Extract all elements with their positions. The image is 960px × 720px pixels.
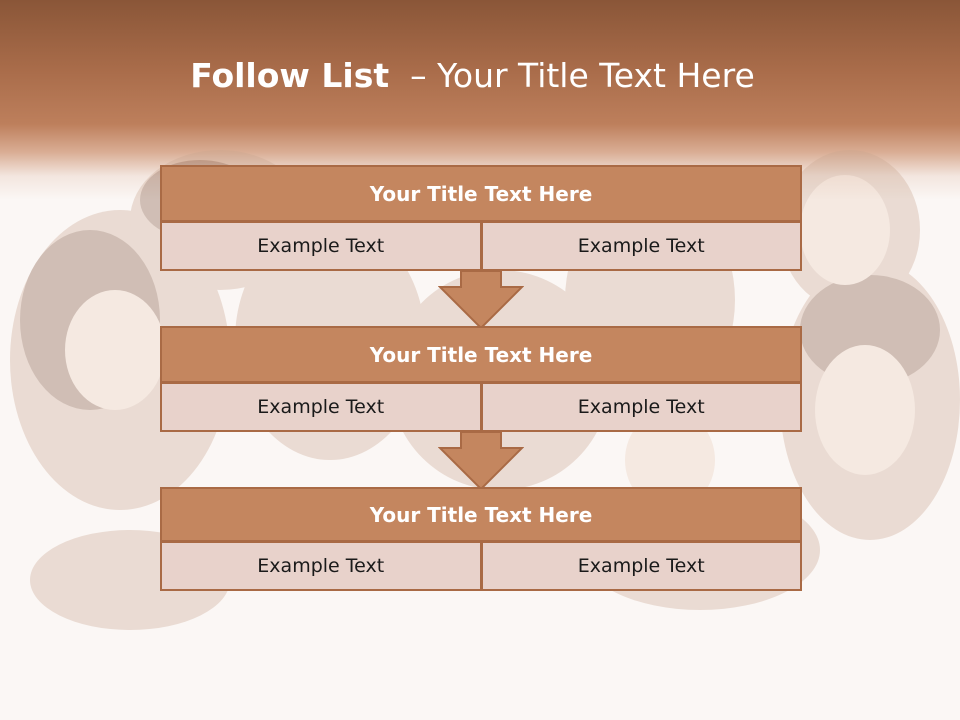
down-arrow-icon <box>438 431 524 491</box>
step-title: Your Title Text Here <box>160 326 802 383</box>
down-arrow-icon <box>438 270 524 330</box>
slide-title-strong: Follow List <box>190 56 390 95</box>
slide-title: Follow List – Your Title Text Here <box>0 52 945 100</box>
step-cell-right: Example Text <box>481 222 802 271</box>
step-cell-left: Example Text <box>160 222 482 271</box>
step-title: Your Title Text Here <box>160 165 802 222</box>
step-row: Example Text Example Text <box>160 222 802 271</box>
step-row: Example Text Example Text <box>160 542 802 591</box>
step-title: Your Title Text Here <box>160 487 802 542</box>
step-cell-left: Example Text <box>160 542 482 591</box>
step-cell-right: Example Text <box>481 542 802 591</box>
step-row: Example Text Example Text <box>160 383 802 432</box>
step-box-2: Your Title Text Here Example Text Exampl… <box>160 326 802 432</box>
step-cell-right: Example Text <box>481 383 802 432</box>
step-cell-left: Example Text <box>160 383 482 432</box>
step-box-3: Your Title Text Here Example Text Exampl… <box>160 487 802 591</box>
step-box-1: Your Title Text Here Example Text Exampl… <box>160 165 802 271</box>
slide-title-rest: – Your Title Text Here <box>389 56 755 95</box>
